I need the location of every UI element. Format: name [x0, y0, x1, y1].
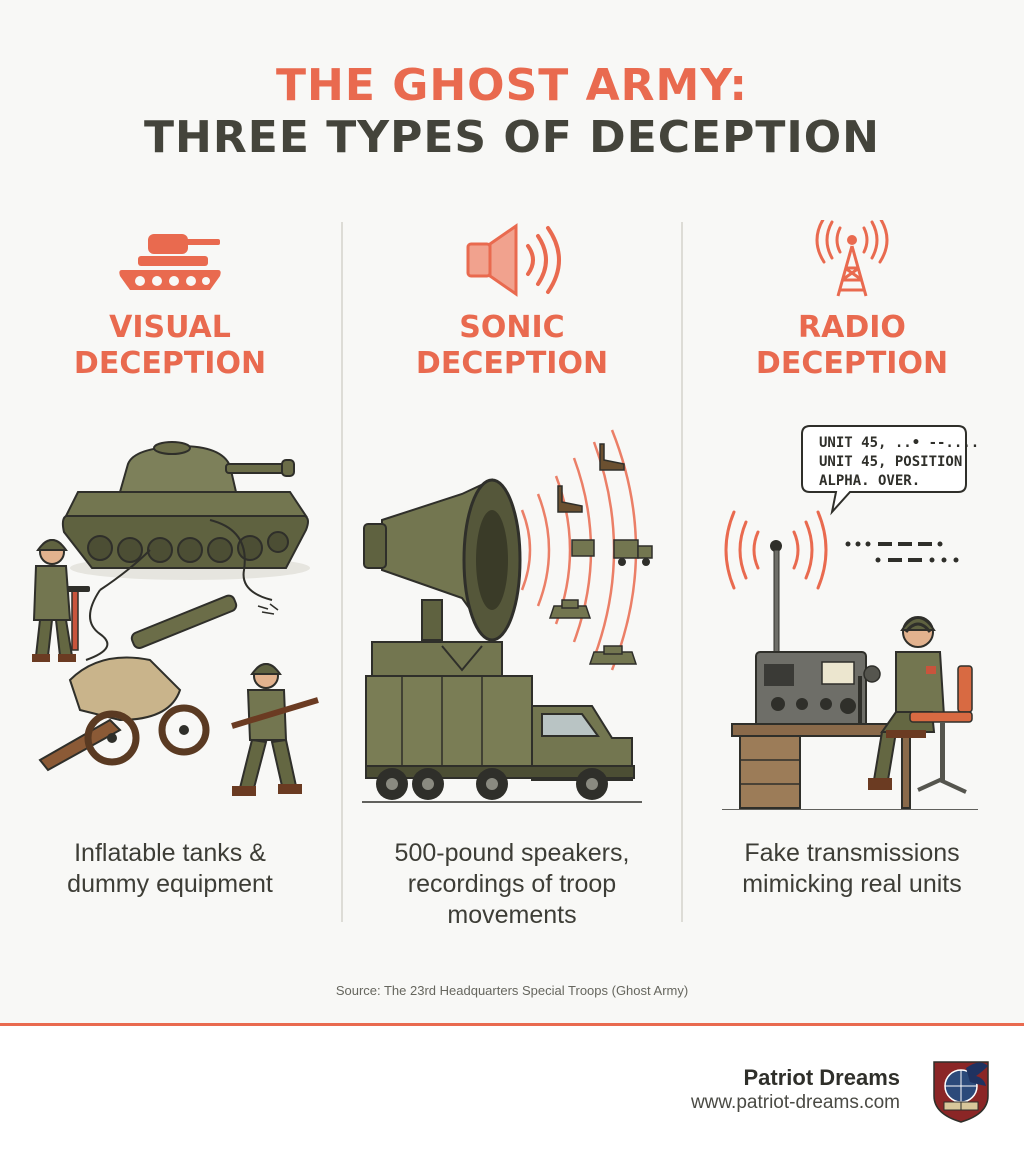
- visual-description-line-2: dummy equipment: [67, 870, 273, 898]
- inflatable-tank-illustration: [32, 441, 319, 796]
- radio-heading-line-2: DECEPTION: [755, 346, 949, 381]
- speaker-truck-illustration: [362, 429, 653, 803]
- column-divider: [341, 222, 343, 922]
- visual-heading-line-2: DECEPTION: [73, 346, 267, 381]
- brand-url[interactable]: www.patriot-dreams.com: [690, 1092, 900, 1113]
- radio-deception-column: RADIO DECEPTION UNIT 45, ..• --.... UNIT…: [682, 220, 1022, 940]
- tank-icon: [119, 234, 221, 290]
- radio-description: Fake transmissions mimicking real units: [692, 838, 1012, 900]
- title-line-1: THE GHOST ARMY:: [276, 60, 748, 111]
- visual-description: Inflatable tanks & dummy equipment: [10, 838, 330, 900]
- sonic-heading-line-1: SONIC: [459, 310, 565, 345]
- sonic-description: 500-pound speakers, recordings of troop …: [352, 838, 672, 931]
- footer: [0, 1026, 1024, 1154]
- bubble-line-1: UNIT 45, ..• --....: [819, 435, 979, 451]
- radio-description-line-1: Fake transmissions: [744, 839, 960, 867]
- radio-operator-illustration: UNIT 45, ..• --.... UNIT 45, POSITION AL…: [722, 425, 979, 810]
- source-note: Source: The 23rd Headquarters Special Tr…: [335, 983, 689, 998]
- footer-rule: [0, 1023, 1024, 1026]
- title-line-2: THREE TYPES OF DECEPTION: [144, 112, 880, 163]
- visual-description-line-1: Inflatable tanks &: [74, 839, 266, 867]
- radio-tower-icon: [815, 220, 889, 297]
- visual-deception-column: VISUAL DECEPTION: [0, 220, 340, 940]
- column-divider: [681, 222, 683, 922]
- sonic-description-line-2: recordings of troop: [407, 870, 617, 898]
- sonic-heading-line-2: DECEPTION: [415, 346, 609, 381]
- radio-description-line-2: mimicking real units: [742, 870, 962, 898]
- patriot-dreams-logo: [933, 1061, 989, 1123]
- sonic-description-line-3: movements: [447, 901, 577, 929]
- bubble-line-3: ALPHA. OVER.: [819, 473, 920, 489]
- brand-name: Patriot Dreams: [743, 1065, 900, 1090]
- speaker-icon: [466, 223, 561, 297]
- sonic-description-line-1: 500-pound speakers,: [394, 839, 630, 867]
- visual-heading-line-1: VISUAL: [109, 310, 231, 345]
- radio-heading-line-1: RADIO: [798, 310, 906, 345]
- sonic-deception-column: SONIC DECEPTION: [342, 220, 682, 940]
- bubble-line-2: UNIT 45, POSITION: [819, 454, 962, 470]
